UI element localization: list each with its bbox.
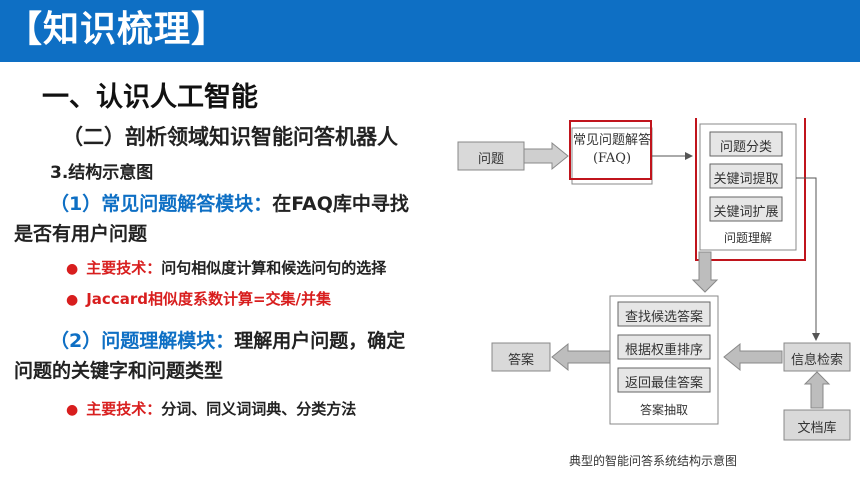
- bullet-key: 主要技术：: [86, 259, 162, 277]
- section-2-paragraph: （2）问题理解模块：理解用户问题，确定 问题的关键字和问题类型: [14, 326, 450, 386]
- heading-2: （二）剖析领域知识智能问答机器人: [62, 125, 398, 149]
- question-box: [457, 141, 525, 171]
- heading-3: 3.结构示意图: [50, 163, 154, 183]
- qa-system-diagram: 问题 常见问题解答 (FAQ) 问题分类 关键词提取 关键词扩展 问题理解 查找…: [452, 118, 854, 476]
- section-1-paragraph: （1）常见问题解答模块：在FAQ库中寻找 是否有用户问题: [14, 189, 450, 249]
- section-2-text-b: 问题的关键字和问题类型: [14, 360, 224, 382]
- arrow-extract-answer: [551, 342, 611, 372]
- bullet-text: 问句相似度计算和候选问句的选择: [161, 259, 387, 277]
- section-1-text-b: 是否有用户问题: [14, 223, 148, 245]
- diagram-graphics: [457, 118, 851, 441]
- kw-expand-label: 关键词扩展: [713, 205, 779, 220]
- q-classify-box: [709, 131, 783, 157]
- kw-extract-box: [709, 163, 783, 189]
- arrow-retrieval-extract: [723, 342, 783, 372]
- diagram-caption: 典型的智能问答系统结构示意图: [568, 454, 737, 468]
- rank-box: [617, 334, 711, 360]
- q-understand-label: 问题理解: [723, 231, 772, 245]
- answer-label: 答案: [507, 353, 534, 368]
- info-retrieval-box: [783, 342, 851, 372]
- section-1-text-a: 在FAQ库中寻找: [272, 193, 409, 215]
- answer-extract-label: 答案抽取: [639, 403, 688, 417]
- arrow-understanding-retrieval: [796, 177, 820, 341]
- info-retrieval-label: 信息检索: [790, 353, 843, 368]
- doc-base-label: 文档库: [797, 421, 837, 436]
- title-bar: 【知识梳理】: [0, 0, 860, 62]
- bullet-dot-icon: ●: [66, 292, 79, 308]
- section-2-text-a: 理解用户问题，确定: [234, 330, 406, 352]
- bullet-dot-icon: ●: [66, 402, 79, 418]
- return-best-box: [617, 367, 711, 393]
- return-best-label: 返回最佳答案: [624, 376, 703, 391]
- bullet-item: ● 主要技术：问句相似度计算和候选问句的选择: [66, 257, 386, 280]
- kw-extract-label: 关键词提取: [713, 172, 779, 187]
- find-candidates-box: [617, 301, 711, 327]
- understanding-highlight: [695, 118, 806, 261]
- arrow-understanding-extract: [691, 251, 719, 293]
- arrow-question-faq: [523, 141, 569, 171]
- bullet-key: 主要技术：: [86, 400, 162, 418]
- bullet-text: 分词、同义词词典、分类方法: [161, 400, 357, 418]
- answer-box: [491, 342, 551, 372]
- heading-1: 一、认识人工智能: [42, 82, 258, 113]
- section-1-label: （1）常见问题解答模块：: [50, 193, 273, 215]
- arrow-doc-retrieval: [803, 371, 831, 409]
- rank-label: 根据权重排序: [624, 343, 703, 358]
- doc-base-box: [783, 409, 851, 441]
- q-classify-label: 问题分类: [719, 140, 772, 155]
- faq-highlight: [569, 120, 652, 180]
- bullet-item: ● 主要技术：分词、同义词词典、分类方法: [66, 398, 356, 421]
- faq-box: [571, 127, 653, 185]
- bullet-dot-icon: ●: [66, 261, 79, 277]
- bullet-item: ● Jaccard相似度系数计算=交集/并集: [66, 288, 331, 311]
- find-candidates-label: 查找候选答案: [624, 310, 703, 325]
- faq-label-line-1: 常见问题解答: [572, 133, 651, 148]
- question-label: 问题: [477, 152, 504, 167]
- faq-label: 常见问题解答 (FAQ): [570, 132, 654, 168]
- bullet-key: Jaccard相似度系数计算=交集/并集: [86, 290, 332, 308]
- section-2-label: （2）问题理解模块：: [50, 330, 235, 352]
- page-title: 【知识梳理】: [6, 9, 229, 50]
- faq-label-line-2: (FAQ): [592, 151, 632, 166]
- kw-expand-box: [709, 196, 783, 222]
